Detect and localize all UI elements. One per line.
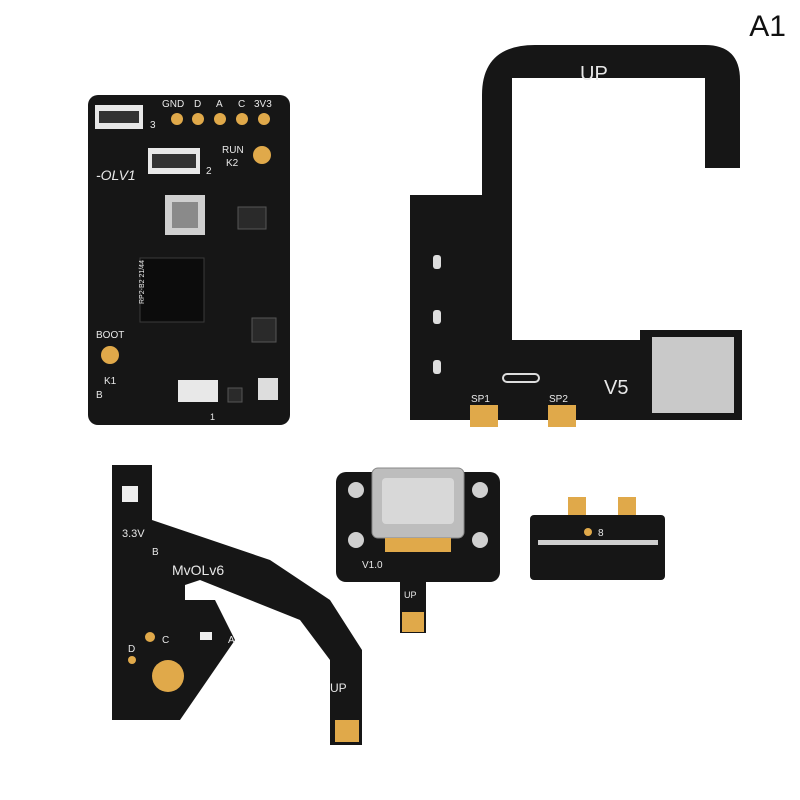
corner-label: A1 <box>749 10 786 43</box>
side-d-label: D <box>128 644 135 655</box>
flex-up-label: UP <box>580 63 608 85</box>
side-flex-mvolv6: 3.3V B MvOLv6 C D A UP <box>112 465 362 745</box>
pin-label-3v3: 3V3 <box>254 99 272 110</box>
connector-1-label: 1 <box>210 412 215 422</box>
side-b-label: B <box>152 547 159 558</box>
board-name: -OLV1 <box>96 167 136 183</box>
b-label: B <box>96 390 103 401</box>
k2-label: K2 <box>226 158 239 169</box>
connector-3-label: 3 <box>150 120 156 131</box>
small-board: 8 <box>530 497 665 580</box>
connector-2-label: 2 <box>206 166 212 177</box>
usb-version-label: V1.0 <box>362 560 383 571</box>
side-up-label: UP <box>330 681 347 695</box>
main-board: GND D A C 3V3 3 2 RUN K2 -OLV1 BOOT K1 B… <box>88 95 290 425</box>
chip-label: RP2-B2 21/44 <box>139 260 146 304</box>
pin-label-c: C <box>238 99 245 110</box>
sp2-label: SP2 <box>549 394 568 405</box>
pin-label-gnd: GND <box>162 99 184 110</box>
voltage-label: 3.3V <box>122 528 145 540</box>
sp1-label: SP1 <box>471 394 490 405</box>
small-board-mark: 8 <box>598 528 604 539</box>
run-label: RUN <box>222 145 244 156</box>
boot-label: BOOT <box>96 330 124 341</box>
side-c-label: C <box>162 635 169 646</box>
flex-cable-v5: UP V5 SP1 SP2 <box>410 45 742 427</box>
flex-version-label: V5 <box>604 377 628 399</box>
side-a-label: A <box>228 635 235 646</box>
pin-label-d: D <box>194 99 201 110</box>
k1-label: K1 <box>104 376 117 387</box>
usb-c-board: V1.0 UP <box>336 467 500 633</box>
side-flex-name: MvOLv6 <box>172 562 224 578</box>
pin-label-a: A <box>216 99 223 110</box>
usb-up-label: UP <box>404 590 417 600</box>
